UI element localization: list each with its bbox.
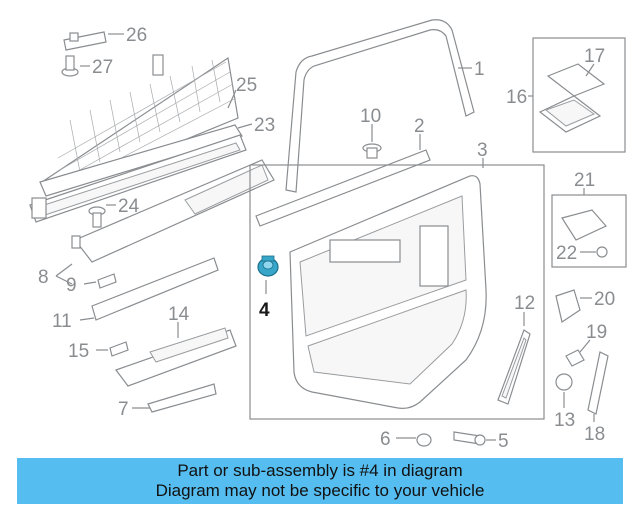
callout-26: 26 xyxy=(126,25,147,46)
bracket-20[interactable] xyxy=(555,289,581,323)
clip-15[interactable] xyxy=(109,341,129,357)
door-panel-insert[interactable] xyxy=(71,159,275,263)
callout-25: 25 xyxy=(236,75,257,96)
callout-21: 21 xyxy=(574,170,595,191)
callout-2: 2 xyxy=(414,116,425,137)
lamp-21[interactable] xyxy=(561,209,608,258)
armrest-14[interactable] xyxy=(115,327,237,387)
callout-27: 27 xyxy=(92,57,113,78)
callout-18: 18 xyxy=(584,424,605,445)
callout-8: 8 xyxy=(38,267,49,288)
screw-10[interactable] xyxy=(362,143,382,159)
callout-22: 22 xyxy=(556,243,577,264)
handle-inset-box xyxy=(532,37,626,153)
leader-lines xyxy=(55,33,596,441)
callout-19: 19 xyxy=(586,322,607,343)
callout-17: 17 xyxy=(584,46,605,67)
trim-7[interactable] xyxy=(147,383,217,413)
callout-3: 3 xyxy=(477,140,488,161)
lamp-inset-box xyxy=(551,194,627,268)
sunshade-guide-rail[interactable] xyxy=(29,134,247,223)
clip-26[interactable] xyxy=(63,31,107,51)
callout-6: 6 xyxy=(380,429,391,450)
callout-24: 24 xyxy=(118,196,140,217)
callout-20: 20 xyxy=(594,289,615,310)
screw-5[interactable] xyxy=(453,431,486,446)
door-trim-panel[interactable] xyxy=(289,175,487,409)
banner-line-1: Part or sub-assembly is #4 in diagram xyxy=(177,461,463,480)
trim-18[interactable] xyxy=(587,351,609,415)
bolt-27[interactable] xyxy=(61,55,79,77)
window-frame-molding[interactable] xyxy=(285,19,475,193)
callout-14: 14 xyxy=(168,304,190,325)
screw-24[interactable] xyxy=(88,206,106,228)
clip-9[interactable] xyxy=(97,273,117,289)
door-handle-17[interactable] xyxy=(538,63,606,133)
callout-23: 23 xyxy=(254,115,275,136)
callout-13: 13 xyxy=(554,410,575,431)
clip-6[interactable] xyxy=(416,433,432,447)
banner-line-2: Diagram may not be specific to your vehi… xyxy=(155,481,485,500)
clip-19[interactable] xyxy=(565,349,585,367)
callout-4: 4 xyxy=(259,300,270,321)
door-trim-assembly-box xyxy=(249,164,545,420)
callout-12: 12 xyxy=(514,293,535,314)
callout-7: 7 xyxy=(118,399,129,420)
callout-10: 10 xyxy=(360,106,381,127)
callout-11: 11 xyxy=(52,311,72,332)
callout-1: 1 xyxy=(474,59,485,80)
parts-diagram: 26 27 25 23 24 8 9 11 15 14 7 1 2 10 3 4… xyxy=(29,19,627,452)
grommet-13[interactable] xyxy=(555,373,573,391)
part-4-highlighted[interactable] xyxy=(257,255,279,277)
info-banner: Part or sub-assembly is #4 in diagram Di… xyxy=(17,458,623,504)
trim-strip-11[interactable] xyxy=(91,257,219,321)
speaker-grille-12[interactable] xyxy=(497,329,531,405)
belt-molding[interactable] xyxy=(255,149,431,227)
callout-9: 9 xyxy=(66,275,77,296)
callout-16: 16 xyxy=(506,87,527,108)
rear-window-sunshade[interactable] xyxy=(39,54,243,197)
callout-15: 15 xyxy=(68,341,89,362)
callout-5: 5 xyxy=(498,431,509,452)
